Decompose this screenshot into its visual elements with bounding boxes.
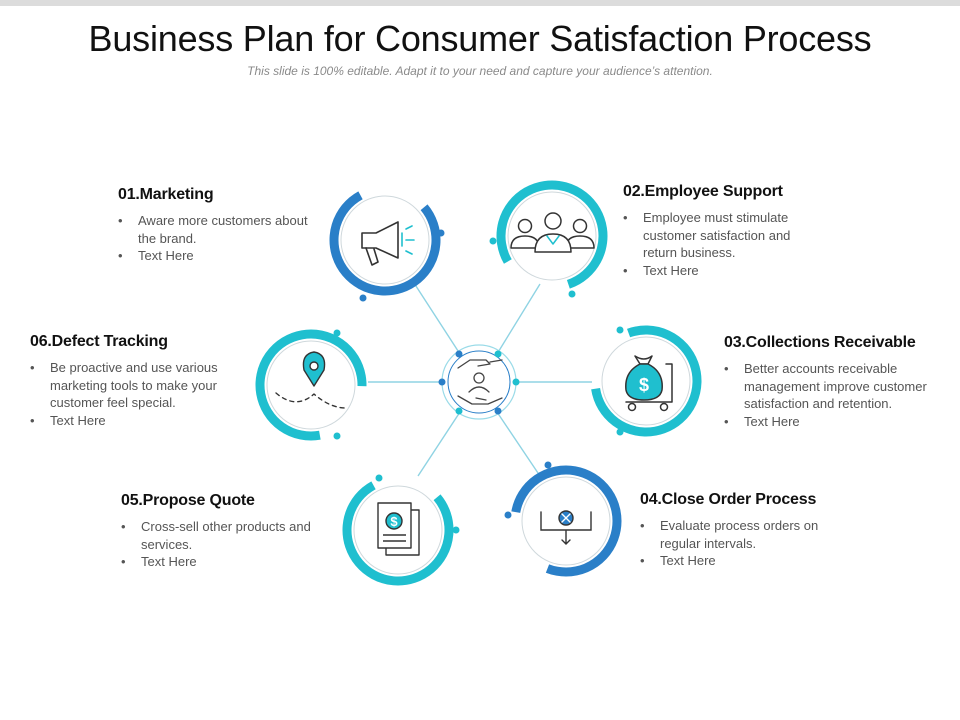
top-bar — [0, 0, 960, 6]
svg-text:$: $ — [639, 375, 649, 395]
list-item: Aware more customers about the brand. — [118, 212, 323, 247]
connector-close-order — [496, 411, 541, 477]
megaphone-icon — [361, 221, 415, 266]
connector-employee-support — [496, 283, 541, 355]
step-bullets: Aware more customers about the brand. Te… — [118, 212, 323, 265]
connector-lines — [368, 282, 592, 477]
step-title: 04.Close Order Process — [640, 491, 817, 508]
step-title: 02.Employee Support — [623, 183, 783, 200]
step-defect-tracking: 06.Defect Tracking Be proactive and use … — [30, 333, 230, 429]
svg-text:$: $ — [390, 514, 398, 529]
list-item: Text Here — [30, 412, 230, 430]
step-bullets: Cross-sell other products and services. … — [121, 518, 326, 571]
page-title: Business Plan for Consumer Satisfaction … — [88, 18, 872, 59]
close-order-icon — [540, 510, 592, 545]
team-icon — [510, 212, 595, 253]
step-bullets: Employee must stimulate customer satisfa… — [623, 209, 823, 279]
list-item: Be proactive and use various marketing t… — [30, 359, 230, 412]
list-item: Text Here — [623, 262, 823, 280]
step-circle-close-order — [504, 461, 622, 577]
money-bag-cart-icon: $ — [625, 355, 673, 412]
step-marketing: 01.Marketing Aware more customers about … — [118, 186, 323, 265]
list-item: Text Here — [724, 413, 950, 431]
step-title: 06.Defect Tracking — [30, 333, 168, 350]
step-bullets: Evaluate process orders on regular inter… — [640, 517, 840, 570]
step-title: 05.Propose Quote — [121, 492, 255, 509]
hands-customer-icon — [457, 359, 503, 405]
step-bullets: Be proactive and use various marketing t… — [30, 359, 230, 429]
location-route-icon — [275, 351, 347, 409]
step-circle-marketing — [329, 184, 445, 302]
step-employee-support: 02.Employee Support Employee must stimul… — [623, 183, 823, 279]
step-bullets: Better accounts receivable management im… — [724, 360, 950, 430]
list-item: Text Here — [118, 247, 323, 265]
step-propose-quote: 05.Propose Quote Cross-sell other produc… — [121, 492, 326, 571]
step-circle-propose-quote: $ — [342, 474, 460, 586]
list-item: Text Here — [121, 553, 326, 571]
page-subtitle: This slide is 100% editable. Adapt it to… — [247, 64, 713, 78]
connector-propose-quote — [417, 411, 461, 477]
list-item: Evaluate process orders on regular inter… — [640, 517, 840, 552]
step-close-order-process: 04.Close Order Process Evaluate process … — [640, 491, 840, 570]
step-collections-receivable: 03.Collections Receivable Better account… — [724, 334, 950, 430]
step-title: 03.Collections Receivable — [724, 334, 916, 351]
step-circle-employee-support — [489, 180, 608, 298]
quote-document-icon: $ — [377, 502, 420, 556]
step-circle-defect-tracking — [255, 329, 367, 441]
list-item: Better accounts receivable management im… — [724, 360, 950, 413]
list-item: Employee must stimulate customer satisfa… — [623, 209, 823, 262]
center-hub — [438, 344, 520, 420]
connector-marketing — [413, 282, 461, 355]
list-item: Text Here — [640, 552, 840, 570]
list-item: Cross-sell other products and services. — [121, 518, 326, 553]
step-circle-collections: $ — [590, 325, 702, 437]
step-title: 01.Marketing — [118, 186, 214, 203]
